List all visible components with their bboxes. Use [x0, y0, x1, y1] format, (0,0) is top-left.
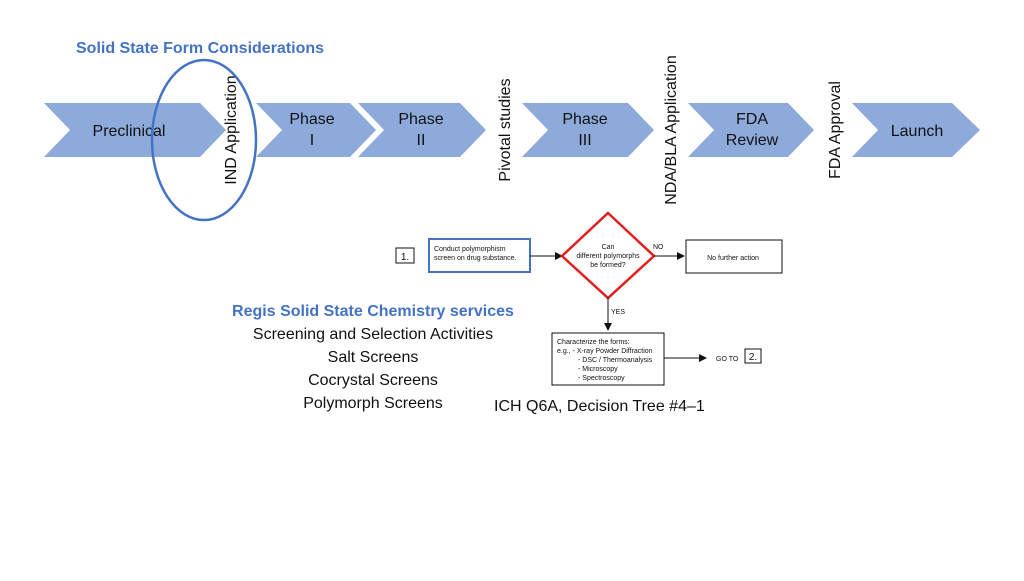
milestone-nda-bla-application: NDA/BLA Application	[663, 55, 680, 204]
stage-phase-3-chevron	[522, 103, 654, 157]
stage-launch-label: Launch	[891, 123, 944, 140]
service-item: Polymorph Screens	[303, 395, 443, 412]
milestone-pivotal-studies: Pivotal studies	[497, 78, 514, 181]
services-title: Regis Solid State Chemistry services	[232, 303, 514, 320]
ind-highlight-ellipse	[150, 58, 258, 222]
characterize-line-4: - Microscopy	[578, 366, 618, 373]
considerations-title: Solid State Form Considerations	[76, 40, 325, 57]
milestone-fda-approval: FDA Approval	[827, 81, 844, 179]
stage-fda-review-chevron	[688, 103, 814, 157]
service-item: Cocrystal Screens	[308, 372, 438, 389]
stage-launch-chevron	[852, 103, 980, 157]
services-list: Regis Solid State Chemistry services Scr…	[218, 300, 528, 415]
stage-preclinical: Preclinical	[44, 103, 226, 157]
stage-preclinical-label: Preclinical	[93, 123, 166, 140]
characterize-box	[551, 332, 665, 386]
step-1-number-box	[395, 247, 415, 264]
stage-launch: Launch	[852, 103, 980, 157]
characterize-line-1: Characterize the forms:	[557, 339, 630, 346]
no-action-box	[685, 239, 783, 274]
no-label: NO	[653, 244, 664, 251]
stage-phase-2-chevron	[358, 103, 486, 157]
service-item: Salt Screens	[327, 349, 419, 366]
characterize-line-2: e.g., - X-ray Powder Diffraction	[557, 348, 653, 355]
step-1-number: 1.	[401, 252, 409, 263]
go-to-label: GO TO	[716, 356, 739, 363]
decision-tree-caption: ICH Q6A, Decision Tree #4–1	[494, 398, 705, 415]
stage-preclinical-chevron	[44, 103, 226, 157]
milestone-ind-application: IND Application	[223, 75, 240, 184]
characterize-line-5: - Spectroscopy	[578, 375, 625, 382]
service-item: Screening and Selection Activities	[252, 326, 494, 343]
milestones: IND Application Pivotal studies NDA/BLA …	[223, 55, 844, 204]
step-2-number-box	[744, 348, 762, 364]
no-action-text: No further action	[707, 255, 759, 262]
stage-phase-1-chevron	[256, 103, 376, 157]
yes-label: YES	[611, 309, 625, 316]
characterize-line-3: - DSC / Thermoanalysis	[578, 357, 653, 364]
step-2-number: 2.	[749, 352, 757, 363]
